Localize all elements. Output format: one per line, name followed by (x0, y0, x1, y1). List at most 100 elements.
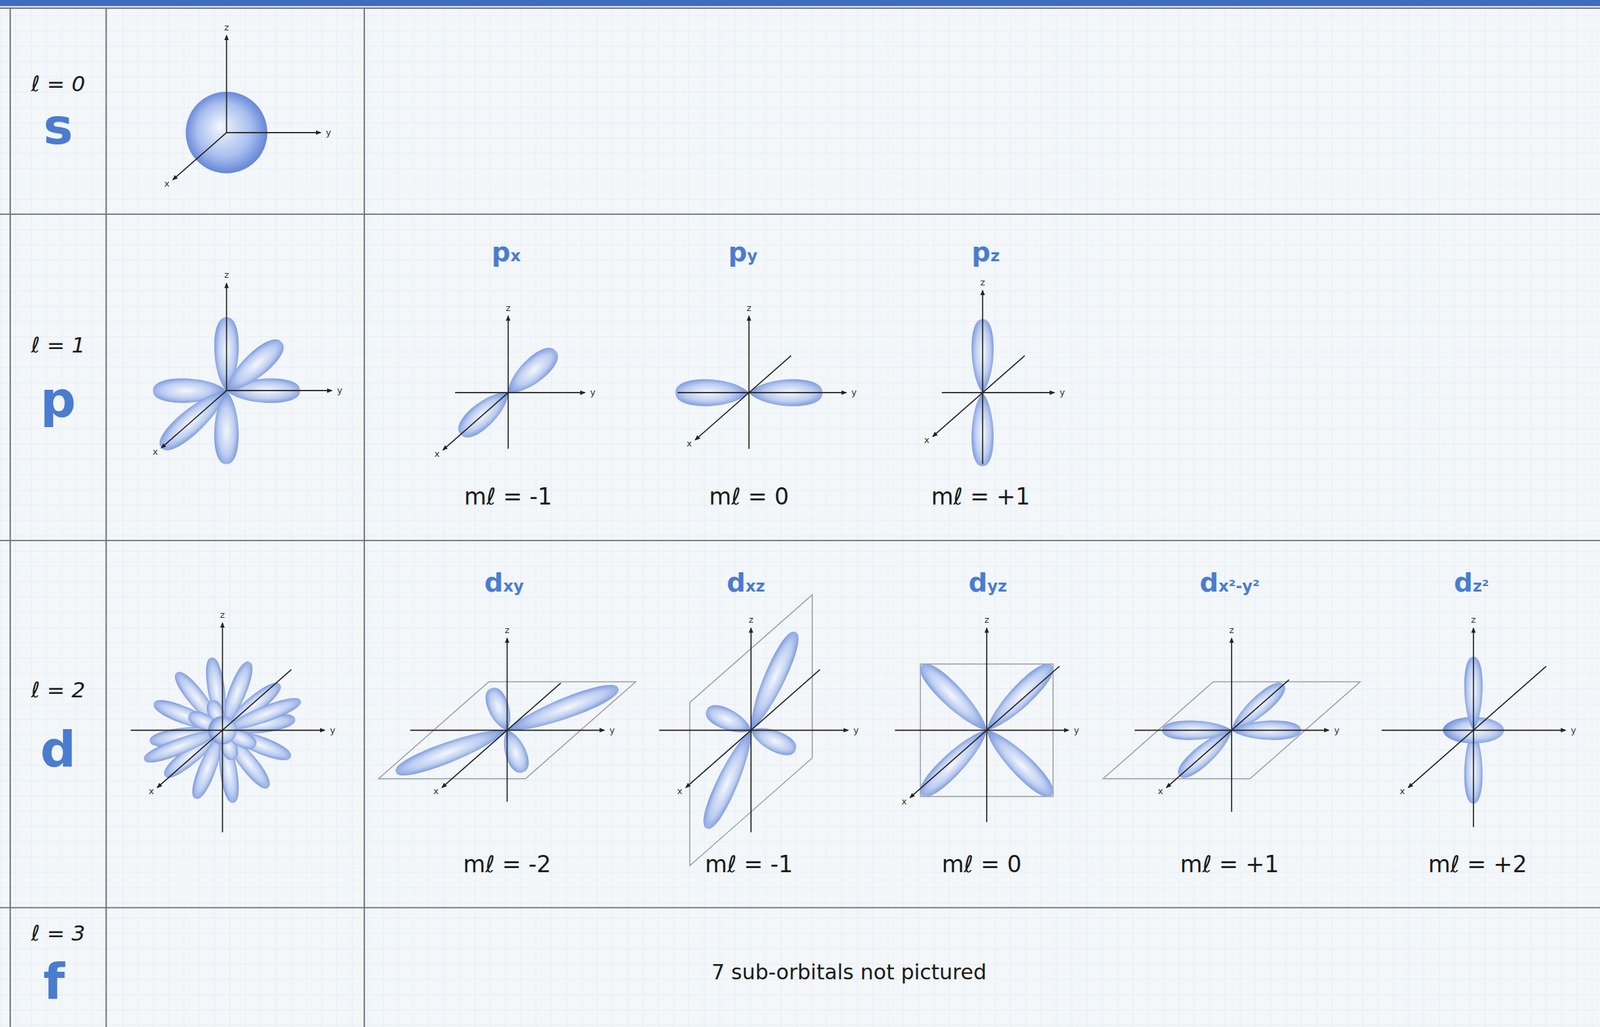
x-axis (1166, 680, 1289, 789)
axis-label: y (329, 725, 336, 736)
axis-label: x (148, 786, 155, 797)
orbital-name: py (728, 238, 758, 268)
quantum-number-label: ℓ = 1 (31, 333, 86, 357)
z-axis (985, 628, 988, 823)
note-text: 7 sub-orbitals not pictured (711, 961, 987, 984)
subshell-letter: s (43, 100, 74, 155)
axis-label: x (924, 435, 930, 446)
axis-label: y (1570, 725, 1577, 736)
orbital-figure (172, 35, 321, 180)
axis-label: z (748, 615, 754, 626)
table-lines (0, 8, 1600, 1027)
magnetic-number: mℓ = -1 (705, 852, 794, 878)
axis-label: x (1399, 786, 1406, 797)
quantum-number-label: ℓ = 0 (31, 71, 86, 96)
subshell-letter: d (40, 722, 77, 778)
orbital-lobe (979, 722, 1060, 804)
z-axis (1472, 628, 1475, 828)
axis-label: z (219, 610, 225, 621)
y-axis (658, 730, 848, 732)
y-axis (226, 389, 332, 392)
orbital-name: dz² (1454, 569, 1490, 599)
x-axis (695, 356, 792, 441)
axis-label: y (337, 385, 343, 396)
y-axis (130, 730, 325, 732)
y-axis (677, 392, 847, 394)
z-axis (226, 283, 228, 391)
orbital-name: dxz (726, 569, 765, 599)
y-axis (226, 132, 321, 134)
top-bar (0, 0, 1600, 7)
axis-label: y (1059, 387, 1065, 398)
axis-label: y (853, 725, 859, 736)
axis-label: z (746, 303, 752, 314)
y-axis (941, 392, 1054, 394)
orbital-figure (1102, 638, 1361, 813)
orbital-figure (675, 315, 846, 449)
subshell-letter: p (40, 372, 77, 428)
z-axis (1230, 638, 1233, 813)
magnetic-number: mℓ = +1 (931, 484, 1031, 510)
axis-label: x (686, 439, 693, 449)
quantum-number-label: ℓ = 2 (31, 678, 86, 702)
axis-label: y (1333, 725, 1340, 736)
orbital-figure (378, 638, 637, 803)
z-axis (506, 638, 509, 803)
x-axis (1408, 666, 1547, 788)
magnetic-number: mℓ = +1 (1180, 852, 1280, 878)
axis-label: z (224, 22, 229, 33)
axis-label: z (984, 615, 990, 626)
axis-label: y (590, 387, 597, 398)
subshell-letter: f (43, 955, 65, 1011)
orbital-lobe (914, 657, 995, 739)
z-axis (226, 35, 228, 133)
orbital-figure (894, 628, 1069, 823)
quantum-number-label: ℓ = 3 (31, 921, 86, 946)
axis-label: x (676, 786, 683, 797)
magnetic-number: mℓ = -1 (463, 484, 552, 510)
x-axis (443, 392, 509, 451)
axis-label: z (980, 277, 986, 288)
axis-label: y (851, 387, 857, 398)
axis-label: x (434, 449, 440, 460)
orbital-name: pz (971, 238, 1000, 268)
axis-label: x (163, 179, 170, 189)
z-axis (748, 315, 750, 449)
axis-label: z (506, 303, 511, 314)
axis-label: z (1229, 625, 1235, 636)
axis-label: x (1157, 786, 1164, 797)
x-axis (909, 666, 1060, 798)
magnetic-number: mℓ = 0 (941, 852, 1022, 878)
orbital-lobe (218, 333, 290, 401)
x-axis (161, 390, 227, 449)
orbital-figure (1381, 628, 1566, 828)
orbital-lobe (153, 381, 236, 458)
orbital-figure (130, 623, 325, 834)
orbital-figure (152, 283, 332, 464)
axis-label: z (1471, 615, 1477, 626)
orbital-name: dx²-y² (1199, 569, 1260, 599)
magnetic-number: mℓ = -2 (463, 852, 552, 878)
x-axis (685, 670, 821, 788)
y-axis (454, 392, 585, 394)
orbital-figure (932, 291, 1054, 467)
x-axis (157, 670, 292, 788)
z-axis (221, 623, 224, 834)
axis-label: x (152, 447, 159, 458)
axis-label: x (901, 797, 908, 807)
orbital-figures (130, 35, 1566, 867)
orbital-figure (658, 595, 848, 867)
magnetic-number: mℓ = 0 (709, 484, 789, 510)
axis-label: y (325, 127, 332, 138)
axis-label: y (1073, 725, 1080, 736)
orbital-name: dxy (484, 569, 525, 599)
orbital-name: px (491, 238, 521, 268)
z-axis (981, 291, 984, 465)
orbital-figure (443, 315, 585, 450)
orbital-name: dyz (968, 569, 1008, 599)
y-axis (894, 730, 1069, 732)
magnetic-number: mℓ = +2 (1427, 852, 1527, 878)
